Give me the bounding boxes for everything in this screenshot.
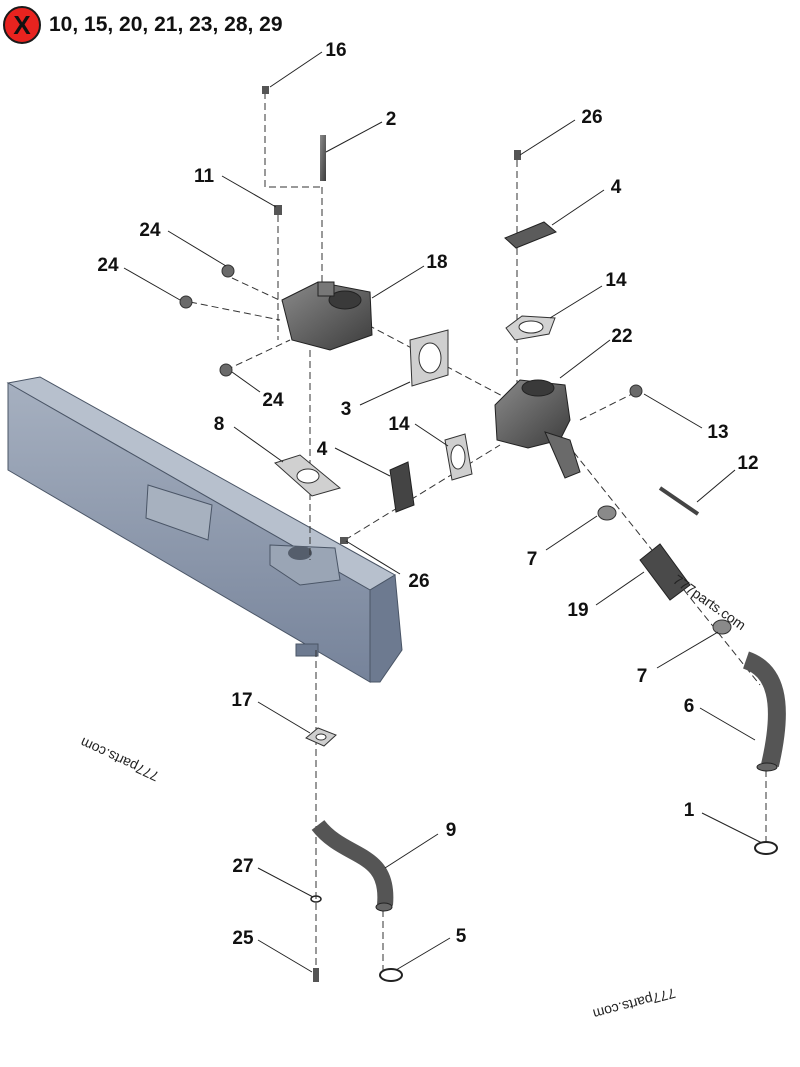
callout-27: 27 xyxy=(232,856,253,877)
thermostat-housing-18 xyxy=(281,281,373,351)
callout-24: 24 xyxy=(262,390,284,411)
callout-18: 18 xyxy=(426,252,447,273)
callout-13: 13 xyxy=(707,422,728,443)
callout-16: 16 xyxy=(325,40,346,61)
callout-1: 1 xyxy=(684,800,695,821)
watermark: 777parts.com xyxy=(78,734,162,784)
callout-leaders xyxy=(123,51,763,973)
callout-2: 2 xyxy=(386,109,397,130)
watermarks: 777parts.com 777parts.com 777parts.com xyxy=(78,571,749,1022)
thermostat-housing-22 xyxy=(494,379,581,479)
covers-and-gaskets xyxy=(274,221,557,747)
nuts xyxy=(179,264,643,398)
callout-24: 24 xyxy=(139,220,161,241)
callout-14: 14 xyxy=(388,414,410,435)
callout-26: 26 xyxy=(581,107,602,128)
callout-7: 7 xyxy=(637,666,648,687)
callout-8: 8 xyxy=(214,414,225,435)
callout-3: 3 xyxy=(341,399,352,420)
callout-5: 5 xyxy=(456,926,467,947)
callout-4: 4 xyxy=(317,439,328,460)
callout-25: 25 xyxy=(232,928,254,949)
callout-6: 6 xyxy=(684,696,695,717)
callout-4: 4 xyxy=(611,177,622,198)
callout-22: 22 xyxy=(611,326,632,347)
watermark: 777parts.com xyxy=(670,571,749,633)
x-circle-icon: X xyxy=(3,6,41,44)
assembly-centerlines xyxy=(189,92,767,980)
callout-14: 14 xyxy=(605,270,627,291)
callout-labels: 16 2 26 11 4 24 18 24 14 22 24 3 13 8 4 … xyxy=(97,40,758,949)
bolts xyxy=(262,86,700,982)
excluded-items-list: 10, 15, 20, 21, 23, 28, 29 xyxy=(49,13,283,36)
callout-24: 24 xyxy=(97,255,119,276)
rail-assembly xyxy=(6,376,403,683)
watermark: 777parts.com xyxy=(591,985,677,1022)
callout-11: 11 xyxy=(194,166,215,187)
callout-19: 19 xyxy=(567,600,588,621)
callout-12: 12 xyxy=(737,453,758,474)
callout-9: 9 xyxy=(446,820,457,841)
callout-26: 26 xyxy=(408,571,429,592)
excluded-label: X xyxy=(13,10,31,40)
callout-17: 17 xyxy=(231,690,252,711)
hoses-pipes-seals xyxy=(310,505,786,982)
callout-7: 7 xyxy=(527,549,538,570)
excluded-items-header: X 10, 15, 20, 21, 23, 28, 29 xyxy=(3,5,283,45)
